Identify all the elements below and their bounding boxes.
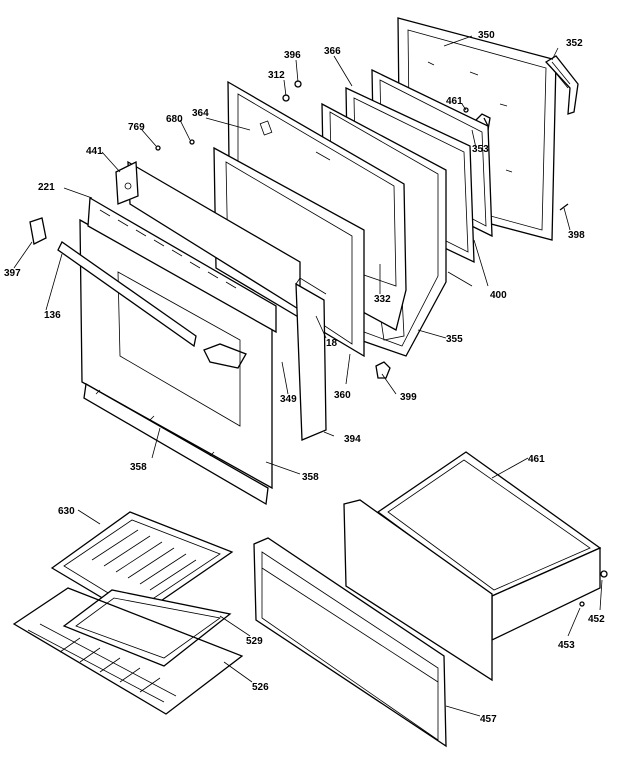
label-457: 457 xyxy=(480,714,497,725)
part-353-hinge-part xyxy=(475,113,491,131)
label-349: 349 xyxy=(280,394,297,405)
part-526-oven-rack xyxy=(12,587,244,715)
label-396: 396 xyxy=(284,50,301,61)
label-136: 136 xyxy=(44,310,61,321)
label-364: 364 xyxy=(192,108,209,119)
label-332: 332 xyxy=(374,294,391,305)
label-398: 398 xyxy=(568,230,585,241)
part-529-broiler-pan xyxy=(62,589,232,667)
label-453: 453 xyxy=(558,640,575,651)
label-360: 360 xyxy=(334,390,351,401)
label-529: 529 xyxy=(246,636,263,647)
part-394-side-trim xyxy=(295,277,327,441)
small-screws xyxy=(155,80,608,607)
label-18: 18 xyxy=(326,338,338,349)
part-457-drawer-front xyxy=(253,537,447,748)
label-461-top: 461 xyxy=(446,96,463,107)
label-221: 221 xyxy=(38,182,55,193)
part-461-drawer-side xyxy=(343,499,493,682)
label-526: 526 xyxy=(252,682,269,693)
label-394: 394 xyxy=(344,434,361,445)
label-358-left: 358 xyxy=(130,462,147,473)
label-350: 350 xyxy=(478,30,495,41)
label-399: 399 xyxy=(400,392,417,403)
label-366: 366 xyxy=(324,46,341,57)
label-630: 630 xyxy=(58,506,75,517)
part-number-labels: 350 352 396 366 312 461 364 680 769 353 … xyxy=(4,30,605,725)
label-452: 452 xyxy=(588,614,605,625)
label-358-right: 358 xyxy=(302,472,319,483)
label-461-drawer: 461 xyxy=(528,454,545,465)
label-400: 400 xyxy=(490,290,507,301)
part-136-door-handle xyxy=(57,241,197,348)
label-680: 680 xyxy=(166,114,183,125)
part-358-outer-door xyxy=(79,196,277,506)
label-769: 769 xyxy=(128,122,145,133)
label-441: 441 xyxy=(86,146,103,157)
label-397: 397 xyxy=(4,268,21,279)
label-352: 352 xyxy=(566,38,583,49)
leader-lines xyxy=(13,35,603,717)
part-352-handle-end xyxy=(544,55,579,115)
part-399-bumper xyxy=(375,361,391,379)
label-312: 312 xyxy=(268,70,285,81)
part-397-clip xyxy=(29,217,47,245)
label-353: 353 xyxy=(472,144,489,155)
label-355: 355 xyxy=(446,334,463,345)
